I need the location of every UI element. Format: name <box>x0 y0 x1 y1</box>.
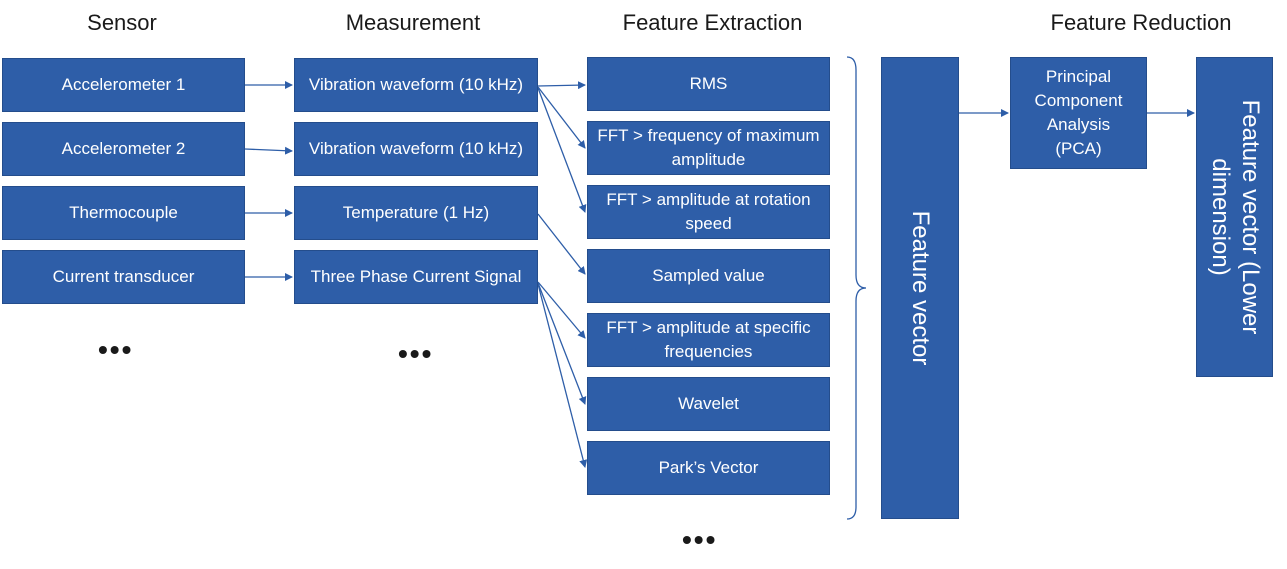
feature-box-fft-specific: FFT > amplitude at specific frequencies <box>587 313 830 367</box>
arrow-sensor2-measurement <box>244 146 293 155</box>
heading-feature-extraction: Feature Extraction <box>622 10 803 35</box>
sensor-box-4: Current transducer <box>2 250 245 304</box>
sensor-box-2: Accelerometer 2 <box>2 122 245 176</box>
arrow-current-wavelet <box>537 282 587 405</box>
arrow-temperature-sampled <box>537 213 586 275</box>
feature-box-parks-vector: Park’s Vector <box>587 441 830 495</box>
feature-box-sampled: Sampled value <box>587 249 830 303</box>
feature-vector-box: Feature vector <box>881 57 959 519</box>
feature-ellipsis: ••• <box>682 524 718 555</box>
feature-box-rms: RMS <box>587 57 830 111</box>
heading-sensor: Sensor <box>87 10 157 35</box>
feature-box-wavelet: Wavelet <box>587 377 830 431</box>
reduced-feature-vector-label: Feature vector (Lower dimension) <box>1206 99 1264 335</box>
measurement-box-2: Vibration waveform (10 kHz) <box>294 122 538 176</box>
sensor-box-1: Accelerometer 1 <box>2 58 245 112</box>
measurement-box-1: Vibration waveform (10 kHz) <box>294 58 538 112</box>
measurement-box-3: Temperature (1 Hz) <box>294 186 538 240</box>
reduced-feature-vector-box: Feature vector (Lower dimension) <box>1196 57 1273 377</box>
measurement-ellipsis: ••• <box>398 338 434 369</box>
arrow-vibration-fft-max <box>537 86 586 149</box>
sensor-box-3: Thermocouple <box>2 186 245 240</box>
grouping-brace <box>846 56 867 520</box>
feature-box-fft-rotation: FFT > amplitude at rotation speed <box>587 185 830 239</box>
measurement-box-4: Three Phase Current Signal <box>294 250 538 304</box>
sensor-ellipsis: ••• <box>98 334 134 365</box>
heading-feature-reduction: Feature Reduction <box>1050 10 1232 35</box>
arrow-vibration-fft-rot <box>537 87 587 213</box>
pca-box: Principal Component Analysis (PCA) <box>1010 57 1147 169</box>
feature-box-fft-max: FFT > frequency of maximum amplitude <box>587 121 830 175</box>
arrow-current-fft-specific <box>537 281 586 339</box>
heading-measurement: Measurement <box>345 10 481 35</box>
arrow-current-parks <box>537 283 588 468</box>
feature-vector-label: Feature vector <box>907 210 934 366</box>
arrow-vibration-rms <box>537 81 586 90</box>
